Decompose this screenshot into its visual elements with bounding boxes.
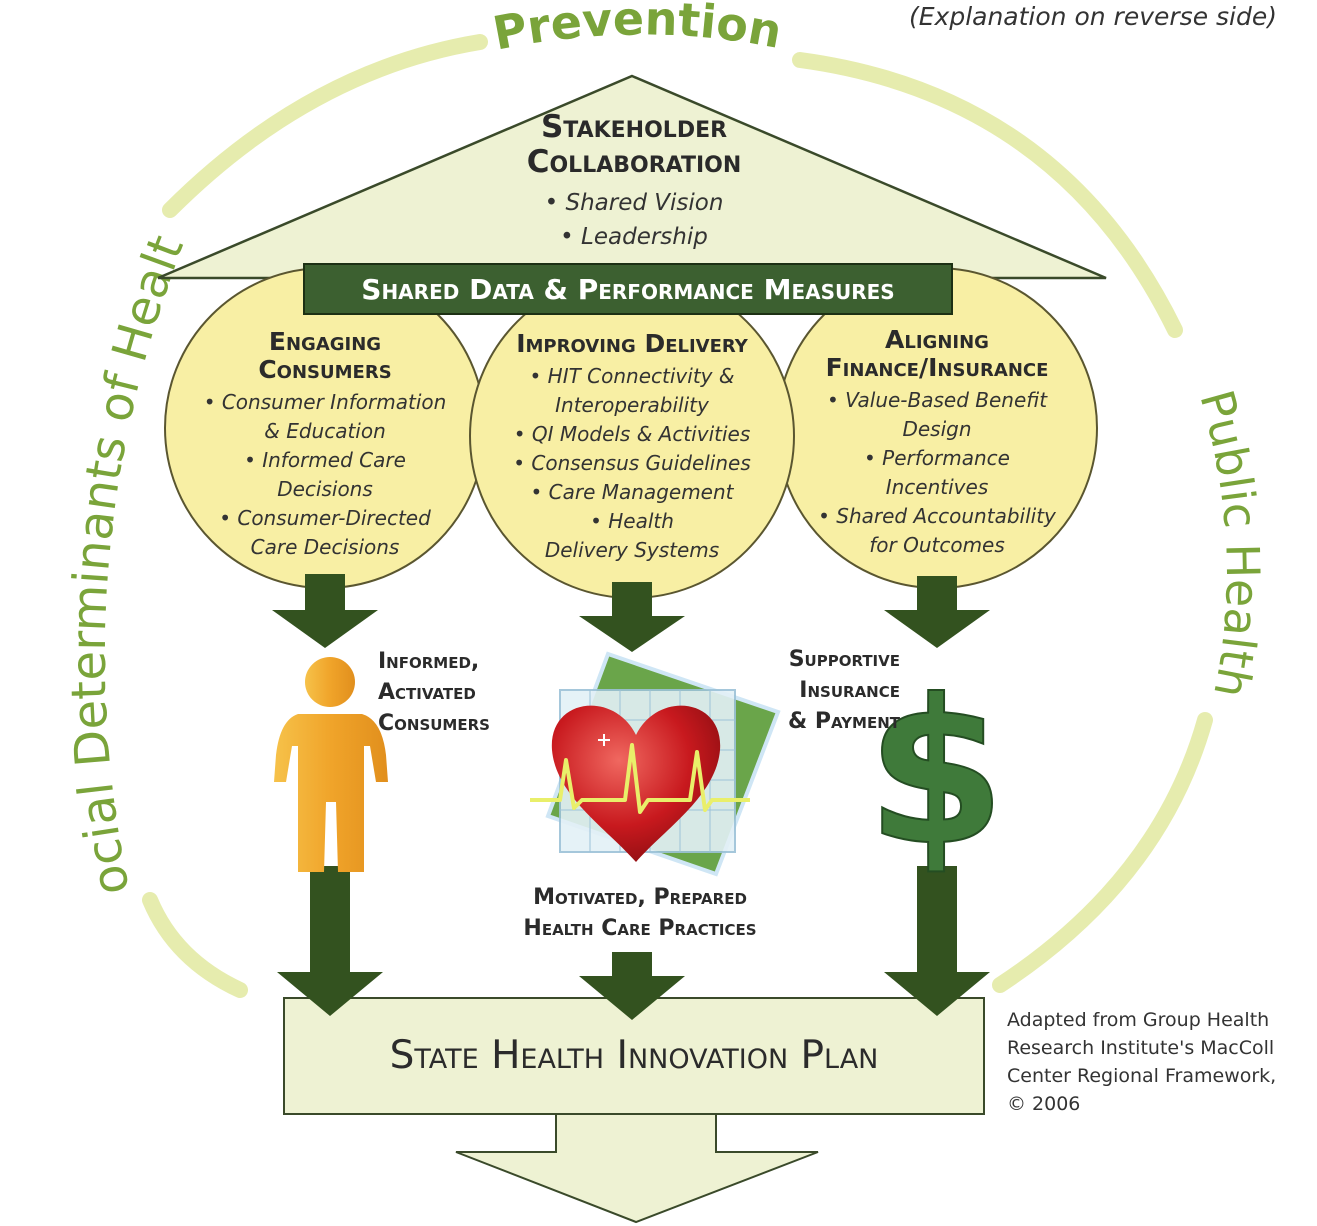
arrow-finance-to-plan xyxy=(884,866,990,1016)
outcome-line: & Payment xyxy=(788,709,900,734)
credit-line: Center Regional Framework, xyxy=(1007,1065,1277,1087)
roof-bullet-text: Shared Vision xyxy=(565,190,724,216)
outcome-line: Insurance xyxy=(799,678,900,703)
shared-data-label: Shared Data & Performance Measures xyxy=(361,272,895,306)
circle-item: Decisions xyxy=(277,477,373,501)
circle-item: • QI Models & Activities xyxy=(513,422,751,446)
outcome-line: Consumers xyxy=(378,711,490,736)
arrow-from-delivery xyxy=(579,582,685,652)
outcome-practices: Motivated, Prepared Health Care Practice… xyxy=(490,882,790,944)
heart-ekg-icon xyxy=(530,651,781,877)
circle-title-line: Aligning xyxy=(885,325,989,354)
ring-label-public-health: Public Health xyxy=(1189,384,1270,702)
circle-item: • Informed Care xyxy=(244,448,406,472)
credit-line: Research Institute's MacColl xyxy=(1007,1037,1275,1059)
circle-item: • Health xyxy=(590,509,674,533)
arrow-from-finance xyxy=(884,576,990,648)
plan-arrows xyxy=(277,866,990,1020)
arrow-from-consumers xyxy=(272,574,378,648)
circle-item: & Education xyxy=(264,419,386,443)
roof-bullet-text: Leadership xyxy=(581,224,708,250)
circle-title-line: Improving Delivery xyxy=(516,329,748,358)
circle-item: • Performance xyxy=(864,446,1010,470)
circle-item: • Shared Accountability xyxy=(818,504,1056,528)
attribution-credit: Adapted from Group Health Research Insti… xyxy=(1007,1006,1307,1118)
stakeholder-collaboration-title: Stakeholder Collaboration xyxy=(434,110,834,180)
circle-item: • Value-Based Benefit xyxy=(826,388,1048,412)
dollar-sign-icon: $ xyxy=(865,656,1006,891)
aligning-finance-text: Aligning Finance/Insurance • Value-Based… xyxy=(797,326,1077,560)
roof-title-line2: Collaboration xyxy=(526,144,742,180)
circle-title-line: Finance/Insurance xyxy=(825,353,1049,382)
circle-item: • Consumer-Directed xyxy=(219,506,431,530)
outcome-line: Supportive xyxy=(788,647,900,672)
outcome-line: Informed, xyxy=(378,649,480,674)
circle-title-line: Engaging xyxy=(268,327,382,356)
circle-item: • HIT Connectivity & xyxy=(529,364,735,388)
circle-item: Incentives xyxy=(885,475,989,499)
state-health-innovation-plan: State Health Innovation Plan xyxy=(389,1032,879,1078)
shared-data-bar xyxy=(303,263,953,315)
circle-item: for Outcomes xyxy=(869,533,1005,557)
circle-arrows xyxy=(272,574,990,652)
circle-item: Delivery Systems xyxy=(544,538,720,562)
circle-item: • Care Management xyxy=(530,480,734,504)
credit-line: Adapted from Group Health xyxy=(1007,1009,1270,1031)
circle-title-line: Consumers xyxy=(258,355,392,384)
svg-text:$: $ xyxy=(866,657,1005,890)
roof-bullet-leadership: • Leadership xyxy=(560,224,708,250)
circle-title: Improving Delivery xyxy=(492,330,772,358)
outcome-insurance: Supportive Insurance & Payment xyxy=(740,644,900,737)
circle-item: Care Decisions xyxy=(250,535,400,559)
arrow-consumers-to-plan xyxy=(277,866,383,1016)
outer-ring xyxy=(142,34,1213,998)
improving-delivery-text: Improving Delivery • HIT Connectivity & … xyxy=(492,330,772,565)
outcome-line: Activated xyxy=(378,680,476,705)
outcome-consumers: Informed, Activated Consumers xyxy=(378,646,490,739)
outcome-line: Health Care Practices xyxy=(523,916,757,941)
circle-item: • Consensus Guidelines xyxy=(513,451,751,475)
roof-title-line1: Stakeholder xyxy=(540,109,728,145)
plan-output-arrow xyxy=(455,1113,819,1224)
roof-bullets: • Shared Vision • Leadership xyxy=(474,186,794,254)
circle-title: Aligning Finance/Insurance xyxy=(797,326,1077,382)
person-icon xyxy=(274,657,388,872)
credit-line: © 2006 xyxy=(1007,1093,1081,1115)
engaging-consumers-text: Engaging Consumers • Consumer Informatio… xyxy=(185,328,465,562)
circle-item: Interoperability xyxy=(555,393,709,417)
outcome-line: Motivated, Prepared xyxy=(533,885,747,910)
ring-label-prevention: Prevention xyxy=(489,0,786,61)
circle-item: Design xyxy=(902,417,972,441)
roof-bullet-shared-vision: • Shared Vision xyxy=(544,190,724,216)
circle-item: • Consumer Information xyxy=(203,390,447,414)
explanation-note: (Explanation on reverse side) xyxy=(908,2,1277,31)
circle-title: Engaging Consumers xyxy=(185,328,465,384)
arrow-practices-to-plan xyxy=(579,952,685,1020)
